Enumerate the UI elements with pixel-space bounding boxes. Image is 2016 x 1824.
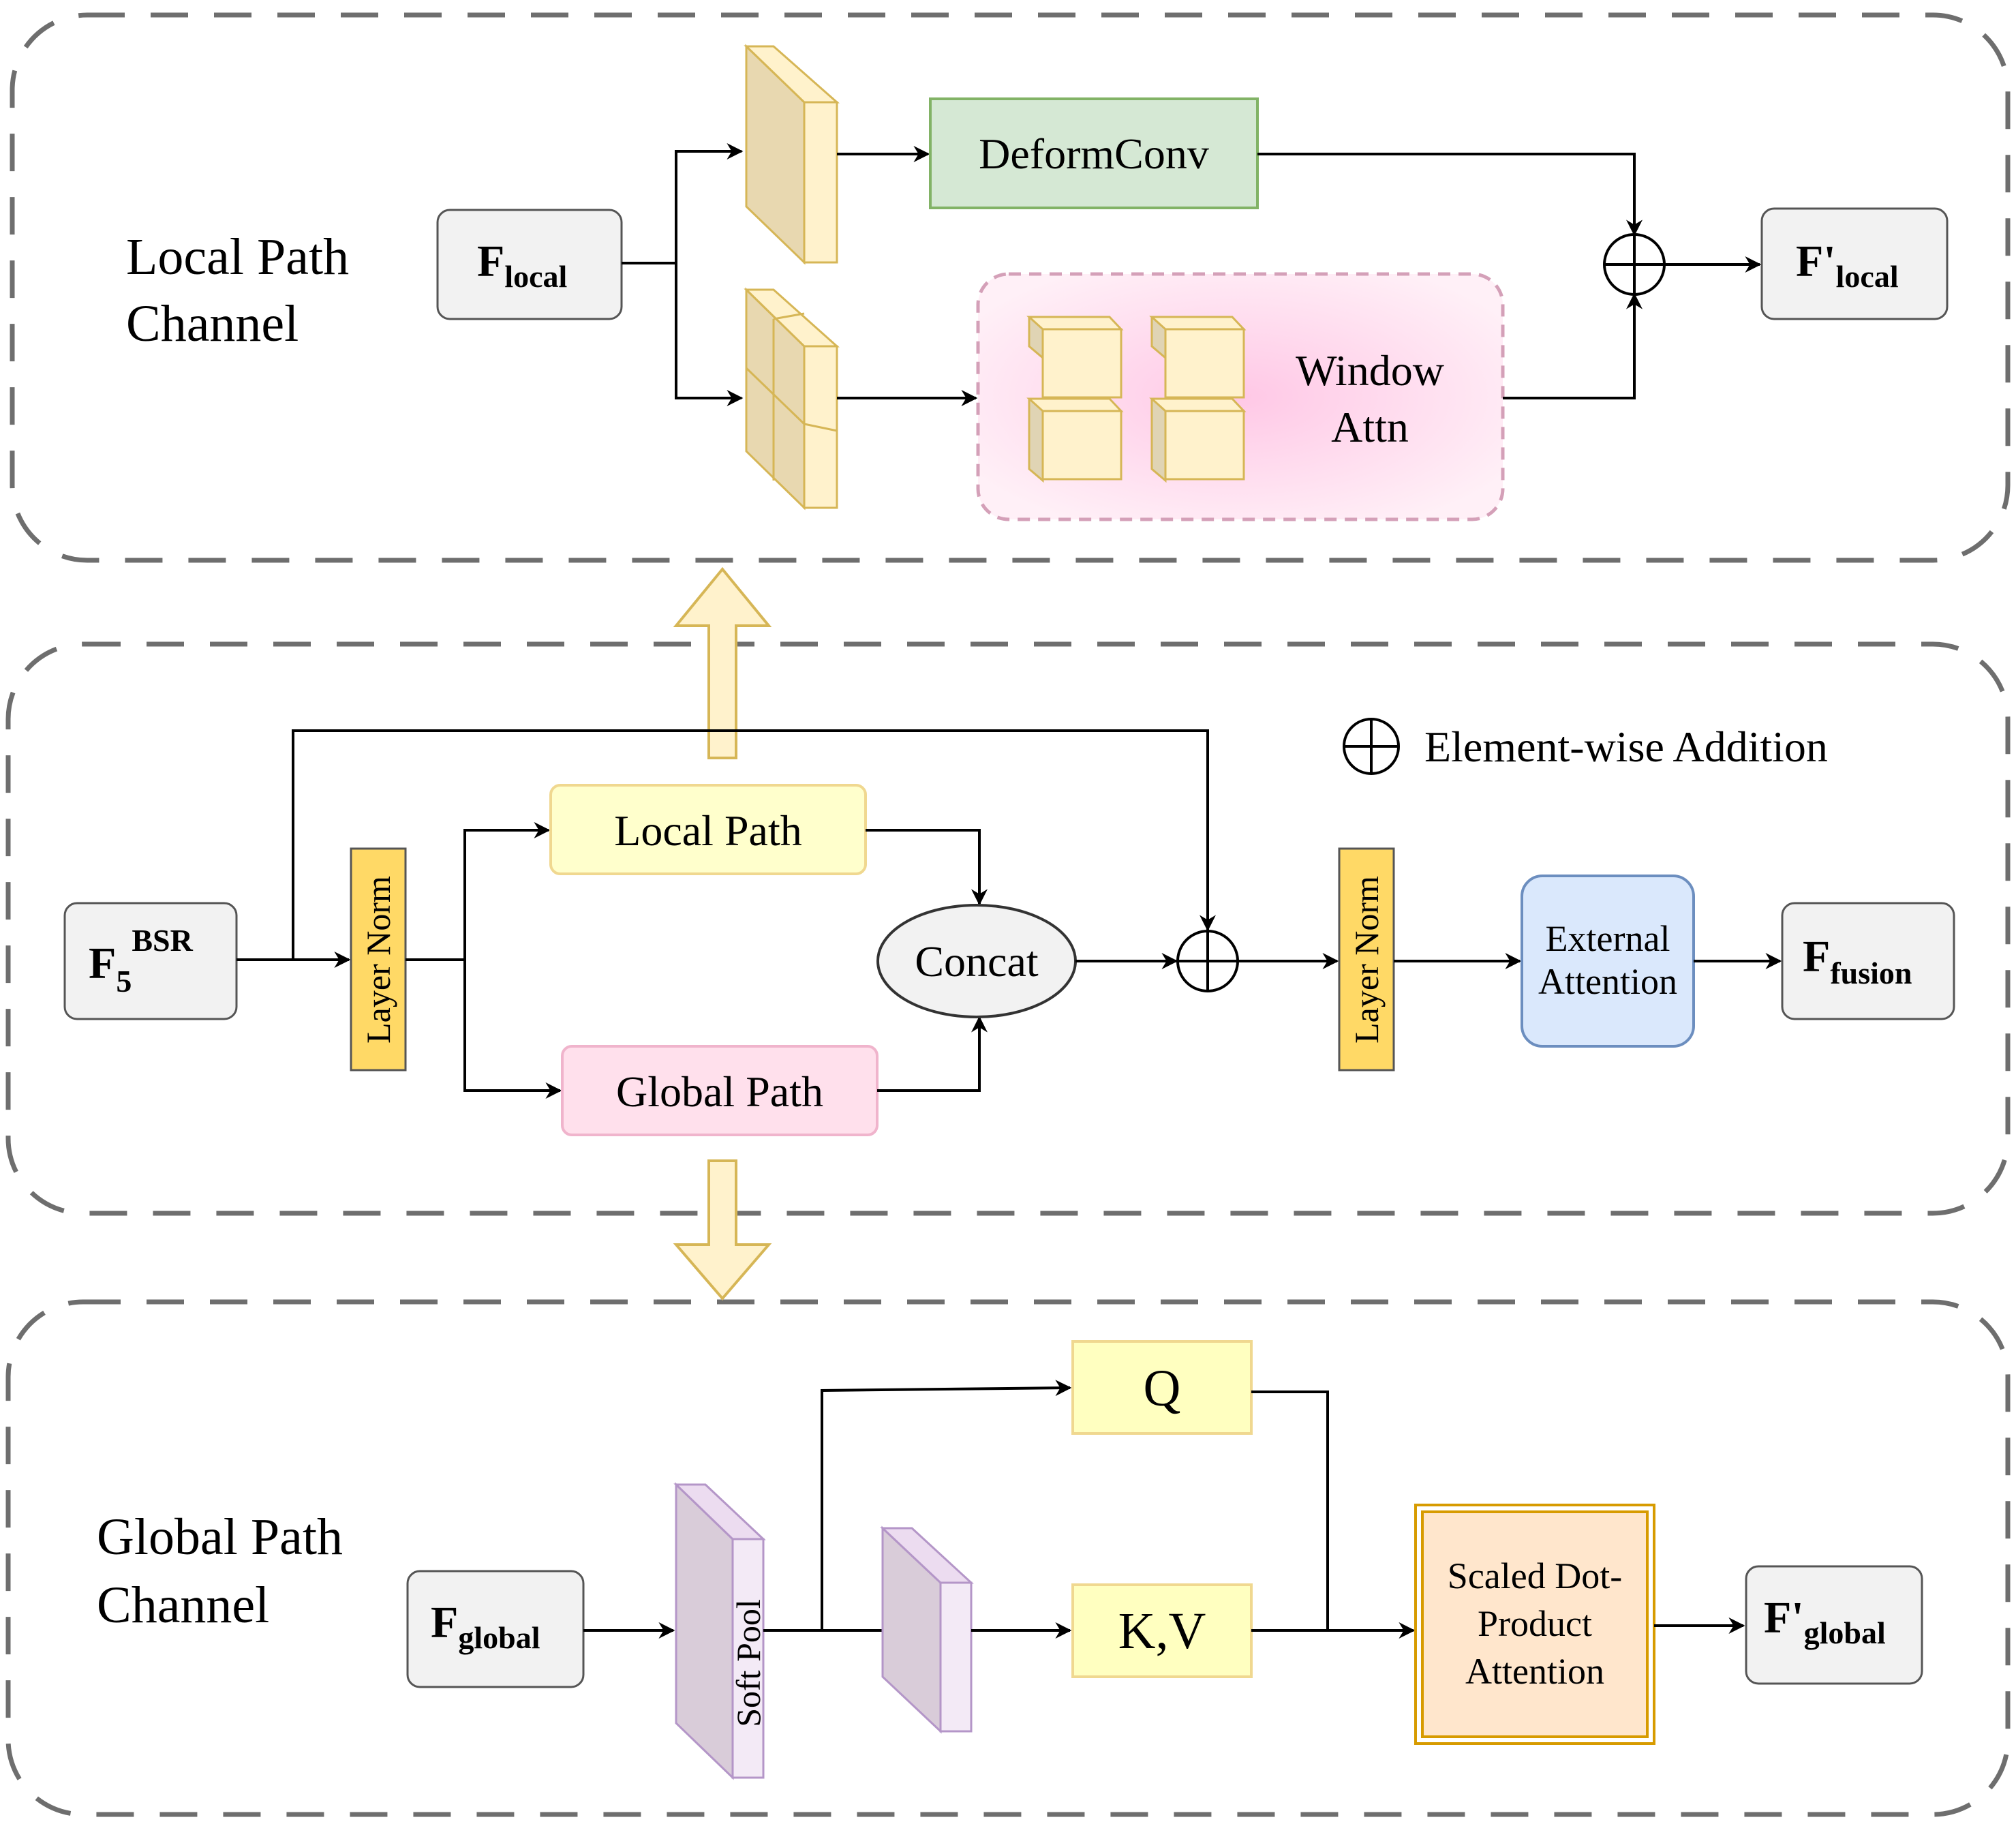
f5-bsr-input-label: F5BSR [89,923,194,999]
global-path-label: Global Path [616,1067,823,1116]
to-local-path-arrow [463,822,551,960]
sdpa-box [1421,1510,1649,1738]
f-fusion-output-box [1781,902,1955,1020]
q-box [1071,1340,1253,1435]
deformconv-label: DeformConv [979,130,1209,178]
fusion-addition-icon [1176,930,1239,992]
window-attn-to-add-arrow [1503,292,1643,399]
local-branch-up-arrow [675,143,744,263]
f-global-output-label: F'global [1764,1593,1886,1650]
sdpa-label-1: Scaled Dot- [1448,1555,1622,1596]
kv-label: K,V [1118,1602,1206,1660]
deformconv-box [929,97,1259,209]
external-attention-label-2: Attention [1538,961,1677,1002]
layernorm-1-box [350,847,407,1071]
local-channel-panel [10,12,2011,563]
local-branch-down-arrow [675,263,744,406]
f-local-output-label: F'local [1796,237,1899,294]
local-path-label: Local Path [614,806,801,855]
window-partition-block [744,287,840,511]
conv-feature-block [744,44,840,265]
local-channel-title-2: Channel [126,295,299,352]
f-global-output-box [1745,1565,1923,1685]
global-channel-title-2: Channel [97,1577,269,1634]
sdpa-label-3: Attention [1465,1651,1604,1692]
global-channel-title: Global Path [97,1508,343,1566]
addition-legend-icon [1343,718,1400,775]
f-local-input-label: Flocal [477,237,567,294]
global-path-to-concat-arrow [877,1016,988,1092]
softpool-label: Soft Pool [729,1599,767,1727]
layernorm-1-label: Layer Norm [359,876,397,1044]
addition-legend-label: Element-wise Addition [1424,723,1828,771]
softpool-block [673,1482,766,1780]
f-fusion-output-label: Ffusion [1803,932,1912,990]
deformconv-to-add-arrow [1257,153,1643,237]
window-attn-label-2: Attn [1331,403,1409,451]
global-channel-panel [5,1299,2011,1817]
down-hollow-arrow [673,1159,772,1301]
to-global-path-arrow [463,960,562,1099]
concat-label: Concat [915,937,1039,986]
kv-projection-block [880,1525,974,1734]
f-global-input-label: Fglobal [431,1598,540,1655]
kv-box [1071,1583,1253,1678]
window-cubes [1026,316,1247,483]
local-path-to-concat-arrow [866,829,988,906]
q-to-attention-line [1251,1390,1329,1630]
residual-line [292,729,1216,960]
fusion-panel [5,641,2011,1216]
local-channel-title: Local Path [126,228,349,286]
layernorm-2-box [1338,847,1395,1071]
layernorm-2-label: Layer Norm [1347,876,1386,1044]
window-attn-label-1: Window [1296,346,1444,395]
softpool-to-q-arrow [821,1380,1072,1630]
sdpa-label-2: Product [1478,1603,1592,1644]
local-addition-icon [1603,233,1666,296]
f-local-output-box [1760,207,1949,320]
q-label: Q [1144,1360,1181,1417]
external-attention-label-1: External [1546,918,1670,959]
up-hollow-arrow [673,566,772,759]
